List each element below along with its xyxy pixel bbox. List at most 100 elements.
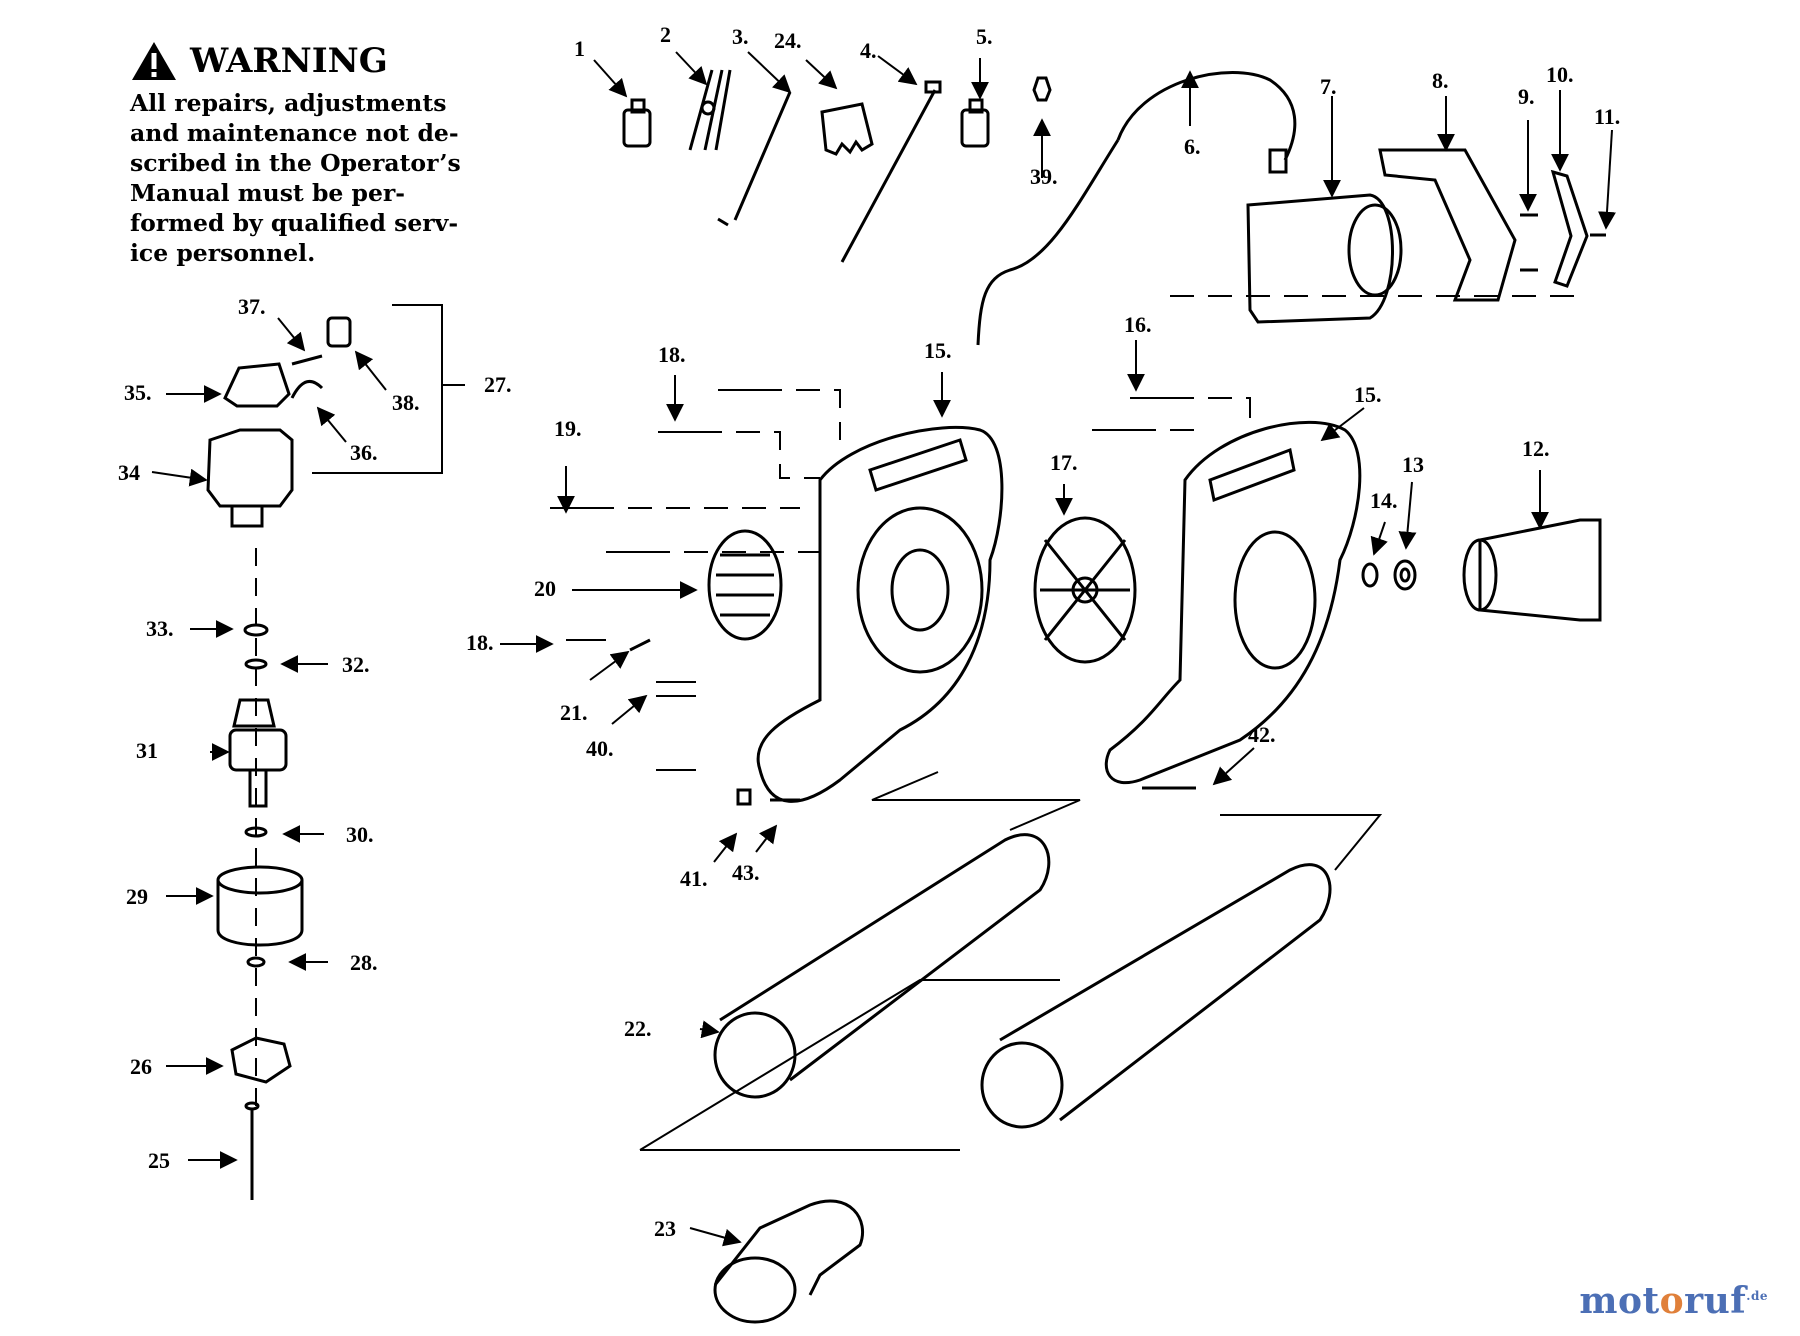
label-16: 16. [1124, 312, 1152, 337]
part-34-end-bell [206, 428, 294, 528]
label-33: 33. [146, 616, 174, 641]
label-11: 11. [1594, 104, 1620, 129]
warning-line: and maintenance not de- [130, 119, 459, 147]
label-19: 19. [554, 416, 582, 441]
part-7-handle-cover [1246, 193, 1403, 324]
label-34: 34 [118, 460, 140, 485]
label-40: 40. [586, 736, 614, 761]
label-14: 14. [1370, 488, 1398, 513]
part-20-intake-grille [707, 529, 783, 641]
part-13-nut [1393, 559, 1417, 591]
label-17: 17. [1050, 450, 1078, 475]
leader-arrows [151, 51, 1616, 1247]
label-3: 3. [732, 24, 749, 49]
label-18-mid: 18. [466, 630, 494, 655]
label-9: 9. [1518, 84, 1535, 109]
label-15-right: 15. [1354, 382, 1382, 407]
label-8: 8. [1432, 68, 1449, 93]
warning-title: WARNING [190, 41, 388, 81]
part-33-washer [243, 623, 269, 637]
part-22-second-tube [980, 814, 1383, 1129]
label-28: 28. [350, 950, 378, 975]
label-20: 20 [534, 576, 556, 601]
part-31-armature [228, 698, 288, 808]
label-39: 39. [1030, 164, 1058, 189]
label-37: 37. [238, 294, 266, 319]
part-28-washer [246, 956, 266, 968]
logo-part: ruf [1684, 1280, 1747, 1322]
parts-drawing [206, 69, 1606, 1324]
motoruf-logo: motoruf.de [1579, 1280, 1768, 1322]
label-18-top: 18. [658, 342, 686, 367]
part-14-washer [1361, 562, 1379, 588]
part-labels: 1 2 3. 24. 4. 5. 39. 6. 7. 8. 9. 10. 11.… [118, 22, 1620, 1241]
part-3-lead-wire [717, 91, 792, 227]
label-25: 25 [148, 1148, 170, 1173]
label-24: 24. [774, 28, 802, 53]
logo-tld: .de [1746, 1289, 1768, 1303]
label-26: 26 [130, 1054, 152, 1079]
label-27: 27. [484, 372, 512, 397]
part-15-left-housing [756, 426, 1004, 803]
label-36: 36. [350, 440, 378, 465]
part-9-screws [1520, 213, 1538, 272]
part-15-right-housing [1104, 420, 1362, 785]
label-12: 12. [1522, 436, 1550, 461]
label-30: 30. [346, 822, 374, 847]
label-32: 32. [342, 652, 370, 677]
part-26-end-bell [230, 1036, 292, 1084]
part-1-switch [622, 98, 652, 148]
part-38-terminal [326, 316, 352, 348]
label-15-left: 15. [924, 338, 952, 363]
part-5-switch [960, 98, 990, 148]
part-12-motor-assembly [1462, 518, 1602, 622]
label-7: 7. [1320, 74, 1337, 99]
label-23: 23 [654, 1216, 676, 1241]
label-5: 5. [976, 24, 993, 49]
label-22: 22. [624, 1016, 652, 1041]
part-22-blower-tube [639, 771, 1081, 1151]
label-35: 35. [124, 380, 152, 405]
label-21: 21. [560, 700, 588, 725]
part-39-screw [1032, 76, 1052, 102]
part-32-washer [244, 658, 268, 670]
label-38: 38. [392, 390, 420, 415]
part-2-wire-harness [688, 69, 732, 151]
label-31: 31 [136, 738, 158, 763]
part-29-field-housing [216, 865, 304, 947]
part-8-handle [1378, 148, 1517, 302]
logo-part: o [1659, 1280, 1685, 1322]
warning-triangle-icon [132, 42, 176, 80]
part-23-nozzle [713, 1199, 865, 1324]
bracket-27 [312, 304, 465, 474]
warning-line: scribed in the Operator’s [130, 149, 461, 177]
label-41: 41. [680, 866, 708, 891]
part-25-bolt [244, 1101, 260, 1200]
part-10-clip [1550, 169, 1589, 288]
warning-line: ice personnel. [130, 239, 316, 267]
warning-heading: WARNING [130, 40, 388, 82]
label-1: 1 [574, 36, 585, 61]
part-21-pin [629, 638, 651, 652]
label-4: 4. [860, 38, 877, 63]
housing-screws [550, 295, 1575, 771]
part-17-impeller [1033, 516, 1137, 664]
logo-part: mot [1579, 1280, 1660, 1322]
part-37-clip [291, 354, 323, 366]
warning-line: Manual must be per- [130, 179, 406, 207]
part-24-insulator [820, 102, 874, 156]
label-13: 13 [1402, 452, 1424, 477]
part-4-lead-wire [840, 80, 942, 263]
label-43: 43. [732, 860, 760, 885]
warning-line: formed by qualified serv- [130, 209, 459, 237]
part-36-spring [290, 379, 324, 399]
label-6: 6. [1184, 134, 1201, 159]
label-29: 29 [126, 884, 148, 909]
warning-line: All repairs, adjustments [130, 89, 447, 117]
part-35-brush-holder [223, 362, 291, 408]
part-41-43-fasteners [736, 788, 800, 806]
warning-text: All repairs, adjustments and maintenance… [130, 88, 490, 268]
label-10: 10. [1546, 62, 1574, 87]
label-42: 42. [1248, 722, 1276, 747]
